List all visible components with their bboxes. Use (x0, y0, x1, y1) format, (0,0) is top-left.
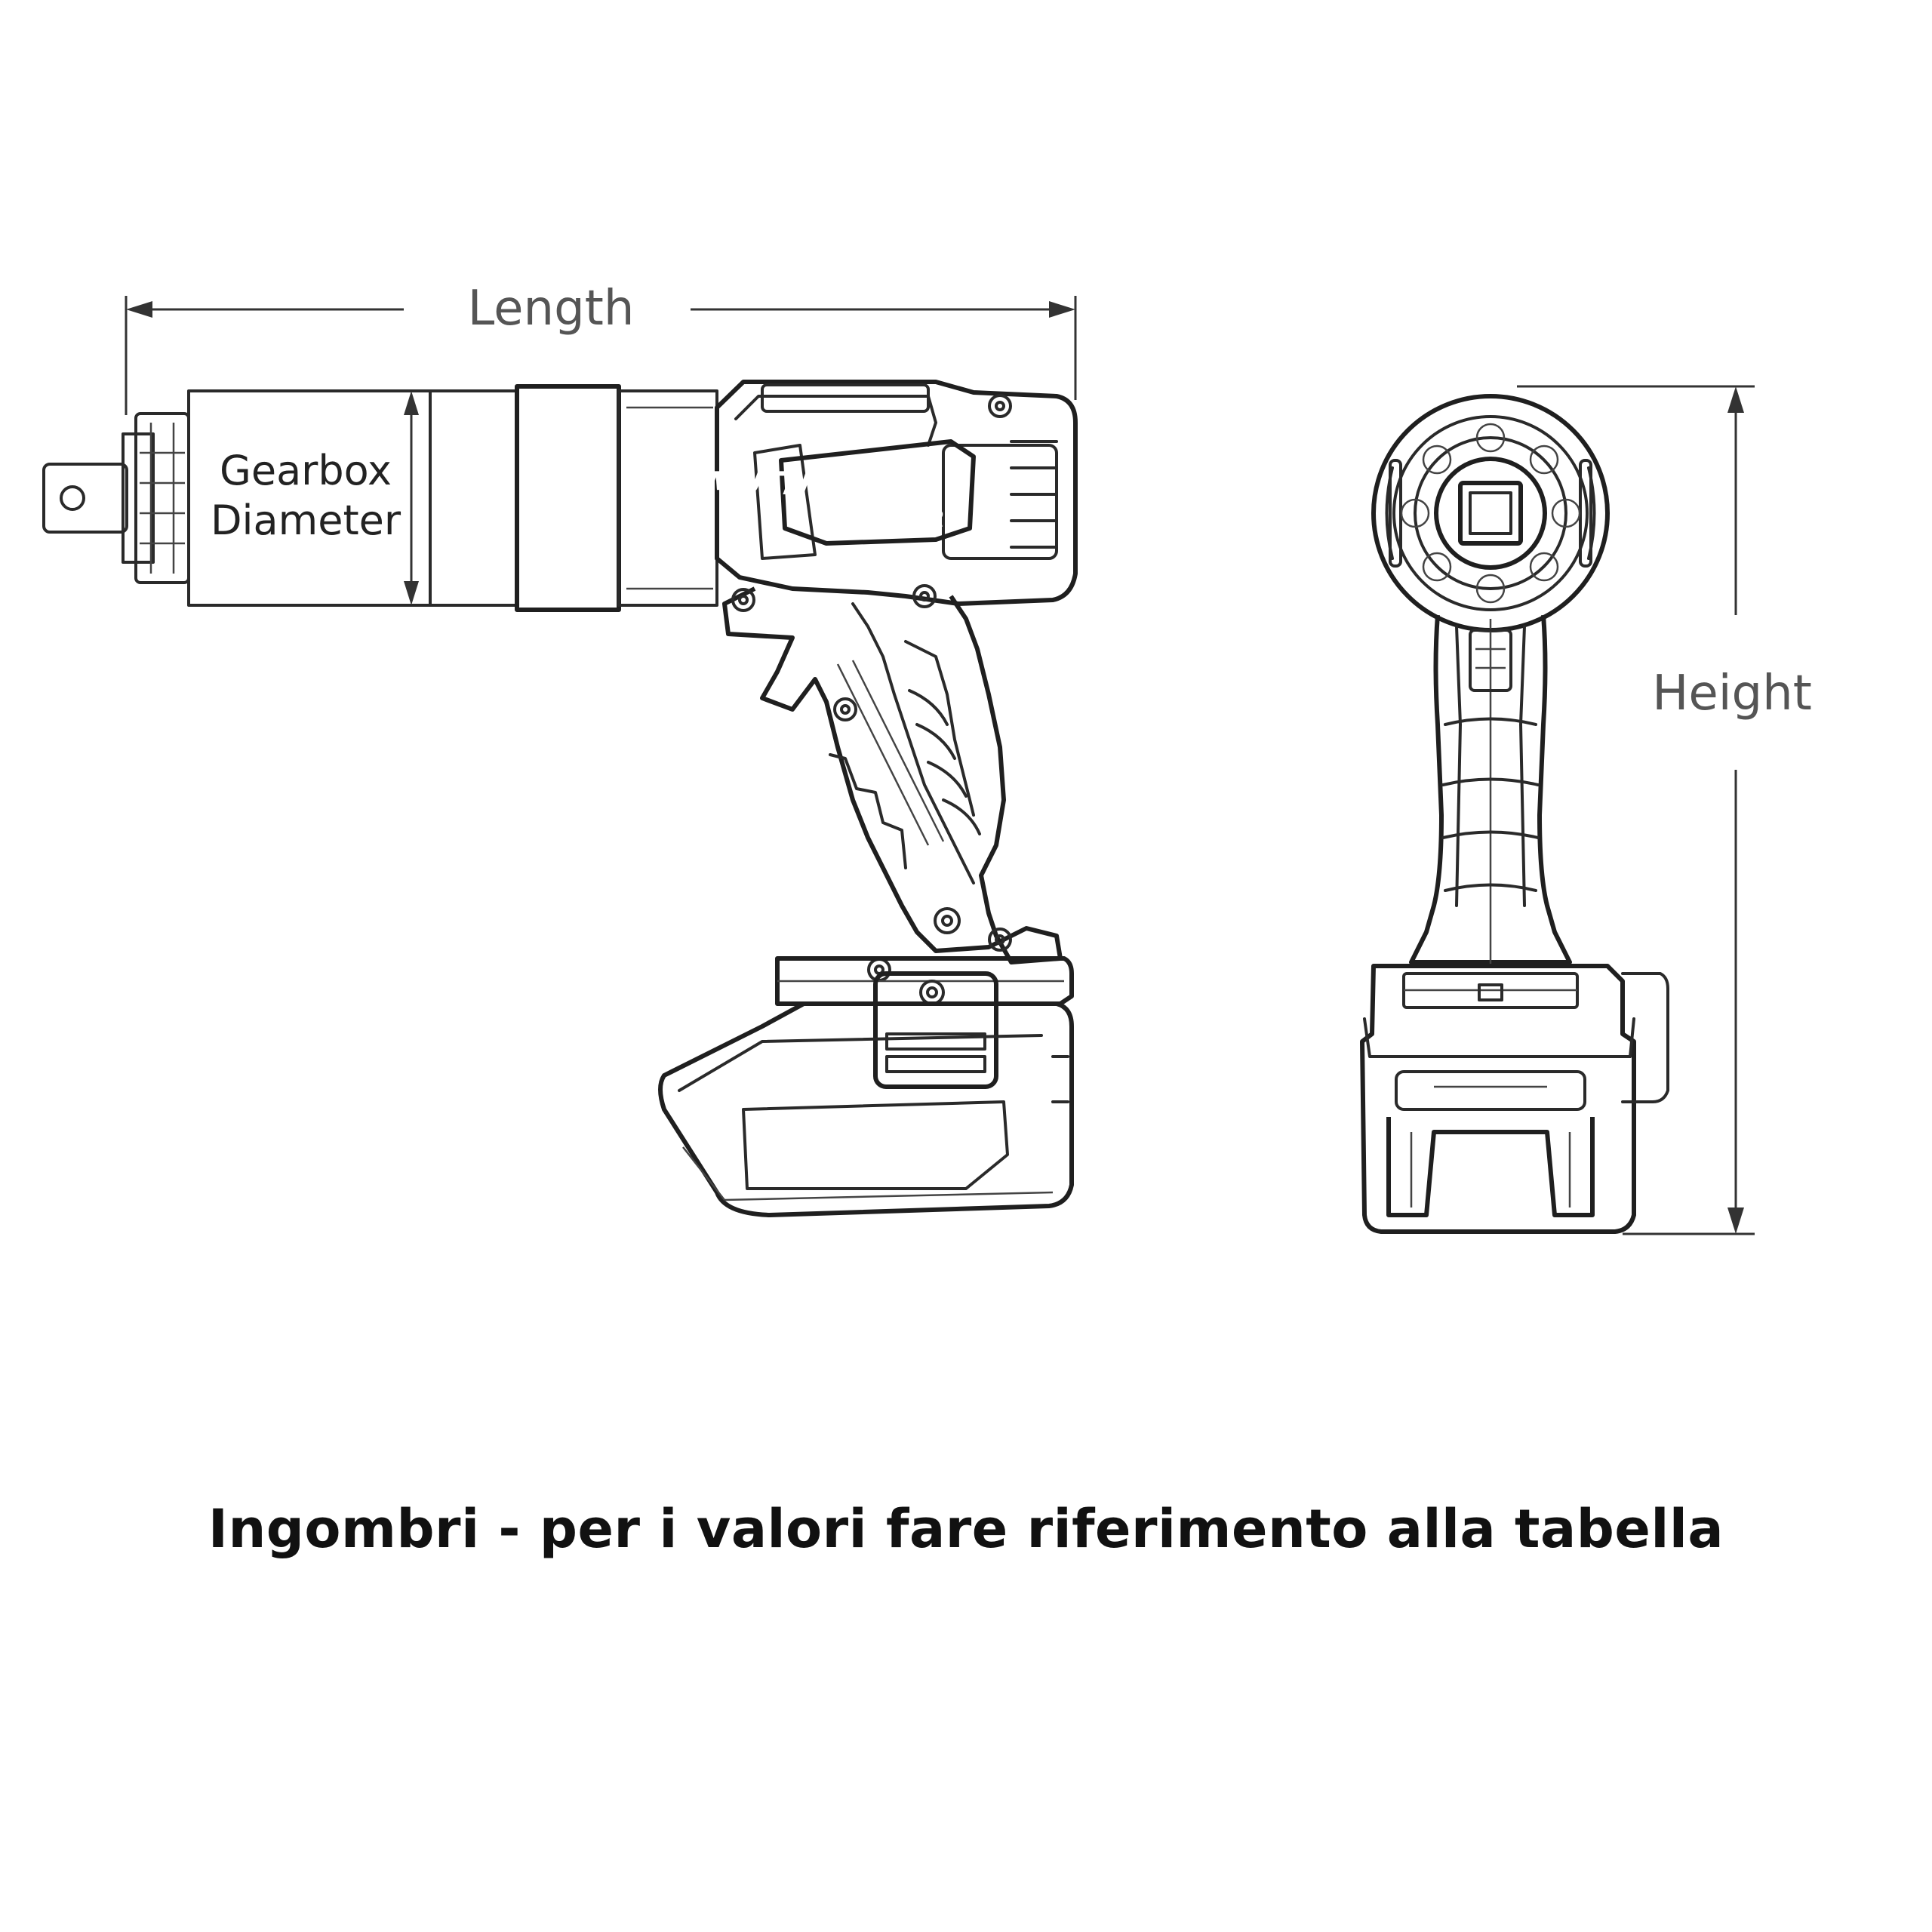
gearbox-label-line1: Gearbox (220, 447, 392, 494)
brand-logo-top: MUTHEL (702, 465, 856, 502)
brand-logo-bottom: WIYOR (859, 506, 945, 533)
height-arrow-bottom (1727, 1208, 1744, 1234)
length-arrow-left (126, 301, 152, 318)
height-arrow-top (1727, 386, 1744, 413)
gearbox-label-line2: Diameter (211, 497, 401, 544)
length-dimension: Length (125, 281, 1077, 415)
height-dimension: Height (1517, 385, 1812, 1235)
side-view-drawing: MUTHEL WIYOR (42, 380, 1078, 1217)
length-arrow-right (1049, 301, 1075, 318)
height-label: Height (1652, 666, 1812, 721)
length-label: Length (468, 281, 635, 337)
caption-text: Ingombri - per i valori fare riferimento… (208, 1498, 1724, 1560)
front-view-drawing (1360, 394, 1669, 1234)
